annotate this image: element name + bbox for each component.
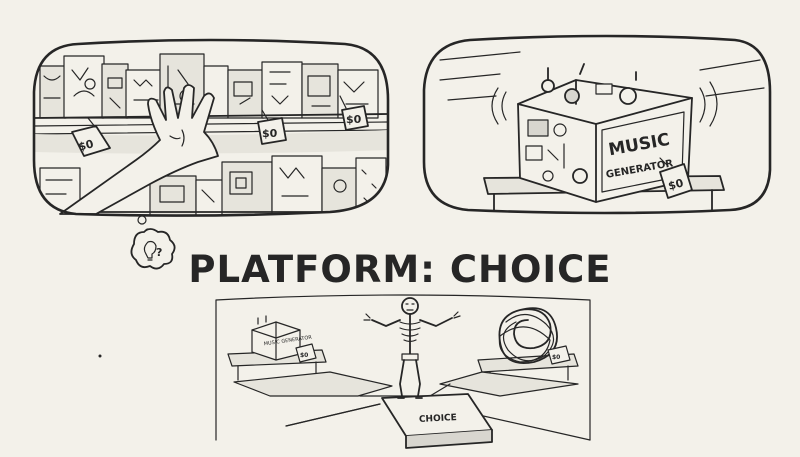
price-tag-2-text: $0 [262,127,278,140]
left-panel: $0 $0 $0 ? [32,38,390,270]
machine-price-tag: $0 [667,176,685,192]
price-tag-2: $0 [257,109,287,145]
page-title: PLATFORM: CHOICE [188,248,612,291]
bottom-scene: MUSIC GENERATOR $0 $0 CHOICE [98,294,591,449]
right-panel: MUSIC GENERATOR $0 [422,34,772,215]
plank-label: CHOICE [419,413,457,425]
right-price-tag: $0 [552,354,560,361]
price-tag-1-text: $0 [77,137,95,153]
reaching-hand [59,84,219,215]
price-tag-3-text: $0 [346,113,362,126]
thought-bubble-text: ? [156,246,162,259]
small-price-tag: $0 [300,352,308,359]
price-tag-3: $0 [339,95,369,131]
price-tag-1: $0 [71,117,111,157]
skeleton-figure [363,297,461,399]
thought-bubble: ? [130,215,176,270]
tangled-scribble [498,307,558,364]
